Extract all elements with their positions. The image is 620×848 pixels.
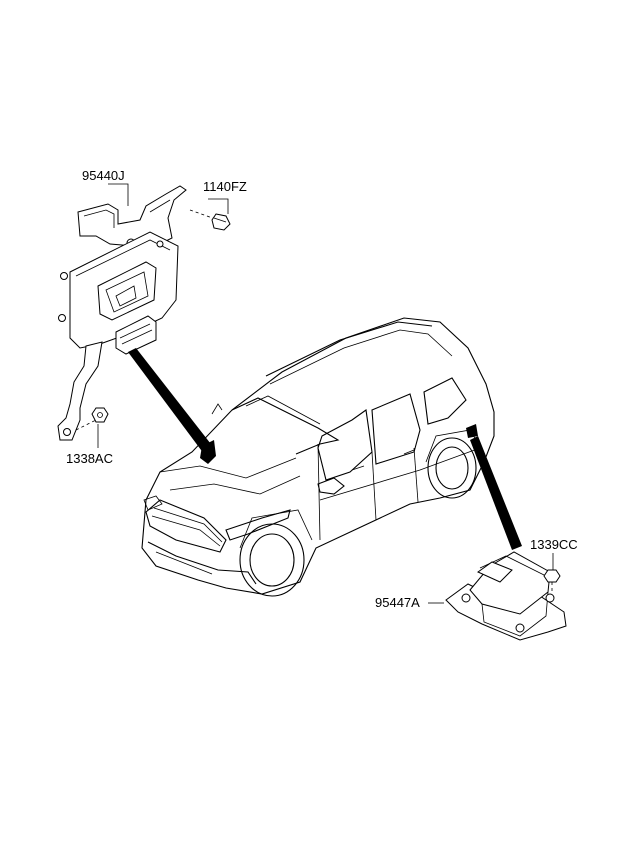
- bolt-1140FZ: [189, 209, 231, 231]
- pointer-front: [128, 348, 214, 454]
- label-1339CC: 1339CC: [530, 537, 578, 552]
- control-unit-95440J: [57, 185, 231, 441]
- nut-1339CC: [543, 569, 561, 594]
- label-1140FZ: 1140FZ: [203, 179, 247, 194]
- leader-95440J: [108, 183, 129, 206]
- label-95440J: 95440J: [82, 168, 125, 183]
- leader-lines: [97, 183, 554, 604]
- label-1338AC: 1338AC: [66, 451, 113, 466]
- vehicle-outline: [141, 317, 495, 597]
- pointer-rear: [470, 436, 522, 550]
- leader-1140FZ: [208, 198, 229, 214]
- location-pointers: [128, 348, 522, 550]
- airbag-module-95447A: [445, 551, 567, 641]
- nut-1338AC: [75, 407, 109, 431]
- label-95447A: 95447A: [375, 595, 420, 610]
